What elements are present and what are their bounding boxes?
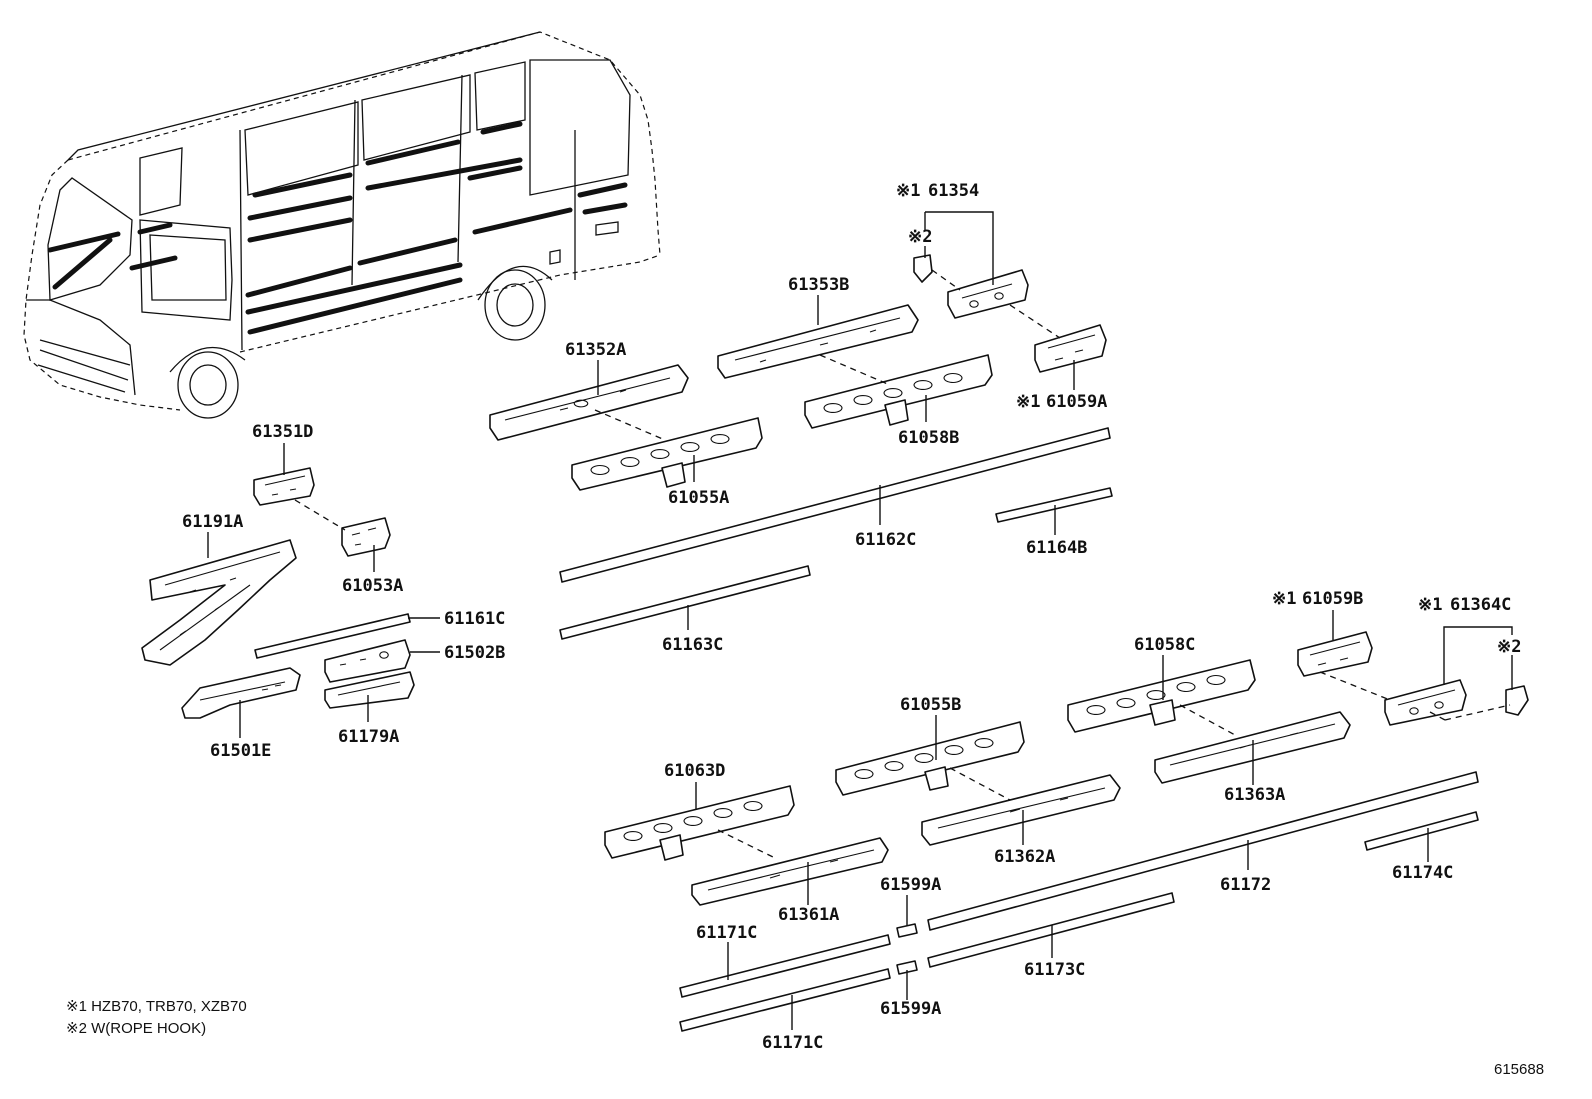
footnote-2: ※2 W(ROPE HOOK) — [66, 1020, 206, 1037]
label-61179A: 61179A — [338, 727, 399, 747]
label-61164B: 61164B — [1026, 538, 1087, 558]
part-61173C — [927, 892, 1175, 968]
part-61191A — [141, 539, 297, 666]
label-61353B: 61353B — [788, 275, 849, 295]
label-61162C: 61162C — [855, 530, 916, 550]
part-61162C — [559, 427, 1111, 583]
label-61191A: 61191A — [182, 512, 243, 532]
leader-lines — [207, 211, 1513, 1030]
connector-lines — [294, 269, 1511, 859]
label-61055B: 61055B — [900, 695, 961, 715]
label-61351D: 61351D — [252, 422, 313, 442]
label-61163C: 61163C — [662, 635, 723, 655]
part-61599A-top — [896, 923, 918, 938]
label-61053A: 61053A — [342, 576, 403, 596]
part-61364C — [1384, 679, 1467, 726]
label-61364C: 61364C — [1450, 595, 1511, 615]
footnotes: ※1 HZB70, TRB70, XZB70 ※2 W(ROPE HOOK) — [66, 998, 247, 1037]
label-61599A-bottom: 61599A — [880, 999, 941, 1019]
part-61354-hook — [913, 254, 933, 283]
diagram-id: 615688 — [1494, 1061, 1544, 1078]
part-61063D — [604, 785, 795, 861]
part-61364C-hook — [1505, 685, 1529, 716]
part-61174C — [1364, 811, 1479, 851]
label-61362A: 61362A — [994, 847, 1055, 867]
part-61053A — [341, 517, 391, 557]
part-61599A-bottom — [896, 960, 918, 975]
label-61354-mark: ※1 — [896, 181, 920, 201]
label-61055A: 61055A — [668, 488, 729, 508]
part-61055B — [835, 721, 1025, 796]
label-61058C: 61058C — [1134, 635, 1195, 655]
footnote-1: ※1 HZB70, TRB70, XZB70 — [66, 998, 247, 1015]
label-61501E: 61501E — [210, 741, 271, 761]
label-61354-hook-mark: ※2 — [908, 227, 932, 247]
part-61161C — [254, 613, 411, 659]
label-61059A: 61059A — [1046, 392, 1107, 412]
part-61055A — [571, 417, 763, 491]
label-61361A: 61361A — [778, 905, 839, 925]
part-61179A — [324, 671, 415, 709]
part-61501E — [181, 667, 301, 719]
part-61171C-top — [679, 934, 891, 998]
part-61351D — [253, 467, 315, 506]
label-61599A-top: 61599A — [880, 875, 941, 895]
label-61363A: 61363A — [1224, 785, 1285, 805]
label-61172: 61172 — [1220, 875, 1271, 895]
label-61058B: 61058B — [898, 428, 959, 448]
label-61063D: 61063D — [664, 761, 725, 781]
part-61058C — [1067, 659, 1256, 733]
label-61059B-mark: ※1 — [1272, 589, 1296, 609]
part-61163C — [559, 565, 811, 640]
label-61364C-hook-mark: ※2 — [1497, 637, 1521, 657]
part-61059B — [1297, 631, 1373, 677]
part-61172 — [927, 771, 1479, 931]
label-61059B: 61059B — [1302, 589, 1363, 609]
label-61364C-mark: ※1 — [1418, 595, 1442, 615]
label-61171C-bottom: 61171C — [762, 1033, 823, 1053]
part-61164B — [995, 487, 1113, 523]
part-61361A — [691, 837, 889, 906]
label-61174C: 61174C — [1392, 863, 1453, 883]
label-61173C: 61173C — [1024, 960, 1085, 980]
label-61502B: 61502B — [444, 643, 505, 663]
van-illustration — [23, 31, 661, 419]
part-61502B — [324, 639, 411, 683]
part-61059A — [1034, 324, 1107, 373]
part-labels: ※1 61354 ※2 61353B 61352A ※1 61059A 6105… — [182, 181, 1521, 1053]
label-61352A: 61352A — [565, 340, 626, 360]
label-61354: 61354 — [928, 181, 979, 201]
part-61353B — [717, 304, 919, 379]
part-61352A — [489, 364, 689, 441]
part-61354 — [947, 269, 1029, 319]
label-61171C-top: 61171C — [696, 923, 757, 943]
label-61161C: 61161C — [444, 609, 505, 629]
part-61171C-bottom — [679, 968, 891, 1032]
part-61058B — [804, 354, 993, 429]
label-61059A-mark: ※1 — [1016, 392, 1040, 412]
part-61362A — [921, 774, 1121, 846]
